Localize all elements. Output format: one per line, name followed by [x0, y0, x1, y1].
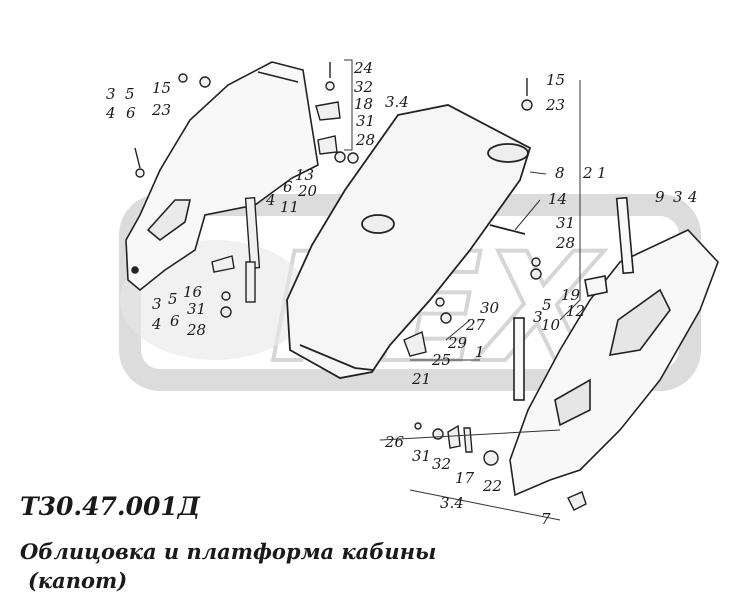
- callout-label: 1: [475, 343, 485, 361]
- callout-label: 6: [126, 104, 136, 122]
- left-small-parts: [134, 73, 261, 318]
- callout-label: 18: [354, 95, 373, 113]
- callout-label: 28: [355, 131, 375, 149]
- leader-lines: [344, 59, 581, 521]
- callout-label: 16: [183, 283, 203, 301]
- callout-label: 20: [297, 182, 318, 200]
- callout-label: 31: [356, 112, 375, 130]
- callout-label: 15: [546, 71, 565, 89]
- callout-label: 32: [432, 455, 451, 473]
- hood-panel: [286, 104, 532, 379]
- callout-label: 6: [283, 178, 293, 196]
- left-side-panel: [125, 61, 319, 292]
- callout-label: 21: [411, 370, 431, 388]
- callout-label: 3.4: [385, 93, 409, 111]
- right-side-panel: [509, 196, 719, 497]
- callout-label: 25: [431, 351, 451, 369]
- callout-label: 4: [151, 315, 162, 333]
- drawing-code: Т30.47.001Д: [20, 492, 201, 521]
- callout-label: 32: [354, 78, 373, 96]
- callout-label: 13: [295, 166, 314, 184]
- callout-label: 1: [597, 164, 607, 182]
- callout-label: 31: [187, 300, 206, 318]
- callout-label: 14: [548, 190, 567, 208]
- callout-label: 30: [480, 299, 500, 317]
- callout-label: 11: [280, 198, 299, 216]
- callout-label: 12: [566, 302, 585, 320]
- callout-label: 28: [186, 321, 206, 339]
- callout-label: 7: [541, 510, 551, 528]
- callout-label: 27: [465, 316, 486, 334]
- callout-label: 2: [582, 164, 593, 182]
- callout-label: 10: [541, 316, 561, 334]
- callout-label: 4: [105, 104, 116, 122]
- callout-label: 3: [152, 295, 162, 313]
- callout-label: 24: [353, 59, 373, 77]
- callout-label: 5: [168, 290, 178, 308]
- callout-label: 17: [455, 469, 475, 487]
- center-fasteners: [315, 62, 359, 164]
- callout-label: 5: [125, 85, 135, 103]
- callout-label: 6: [170, 312, 180, 330]
- callout-label: 8: [555, 164, 565, 182]
- callout-label: 23: [151, 101, 171, 119]
- callout-labels: 3 5 15 4 6 23 24 32 18 3.4 31 28 13 6 20…: [105, 59, 698, 528]
- callout-label: 4: [687, 188, 698, 206]
- callout-label: 31: [412, 447, 431, 465]
- watermark-disc: [120, 240, 310, 360]
- callout-label: 4: [265, 191, 276, 209]
- callout-label: 22: [482, 477, 502, 495]
- callout-label: 23: [545, 96, 565, 114]
- right-fasteners: [403, 78, 587, 511]
- callout-label: 3: [533, 308, 543, 326]
- callout-label: 3: [106, 85, 116, 103]
- callout-label: 29: [447, 334, 468, 352]
- callout-label: 26: [384, 433, 405, 451]
- callout-label: 15: [152, 79, 171, 97]
- callout-label: 28: [555, 234, 575, 252]
- callout-label: 31: [556, 214, 575, 232]
- callout-label: 9: [655, 188, 665, 206]
- caption-title: Облицовка и платформа кабины: [20, 539, 437, 564]
- callout-label: 3: [673, 188, 683, 206]
- caption-subtitle: (капот): [28, 568, 128, 593]
- callout-label: 19: [561, 286, 581, 304]
- callout-label: 3.4: [440, 494, 464, 512]
- callout-label: 5: [542, 296, 552, 314]
